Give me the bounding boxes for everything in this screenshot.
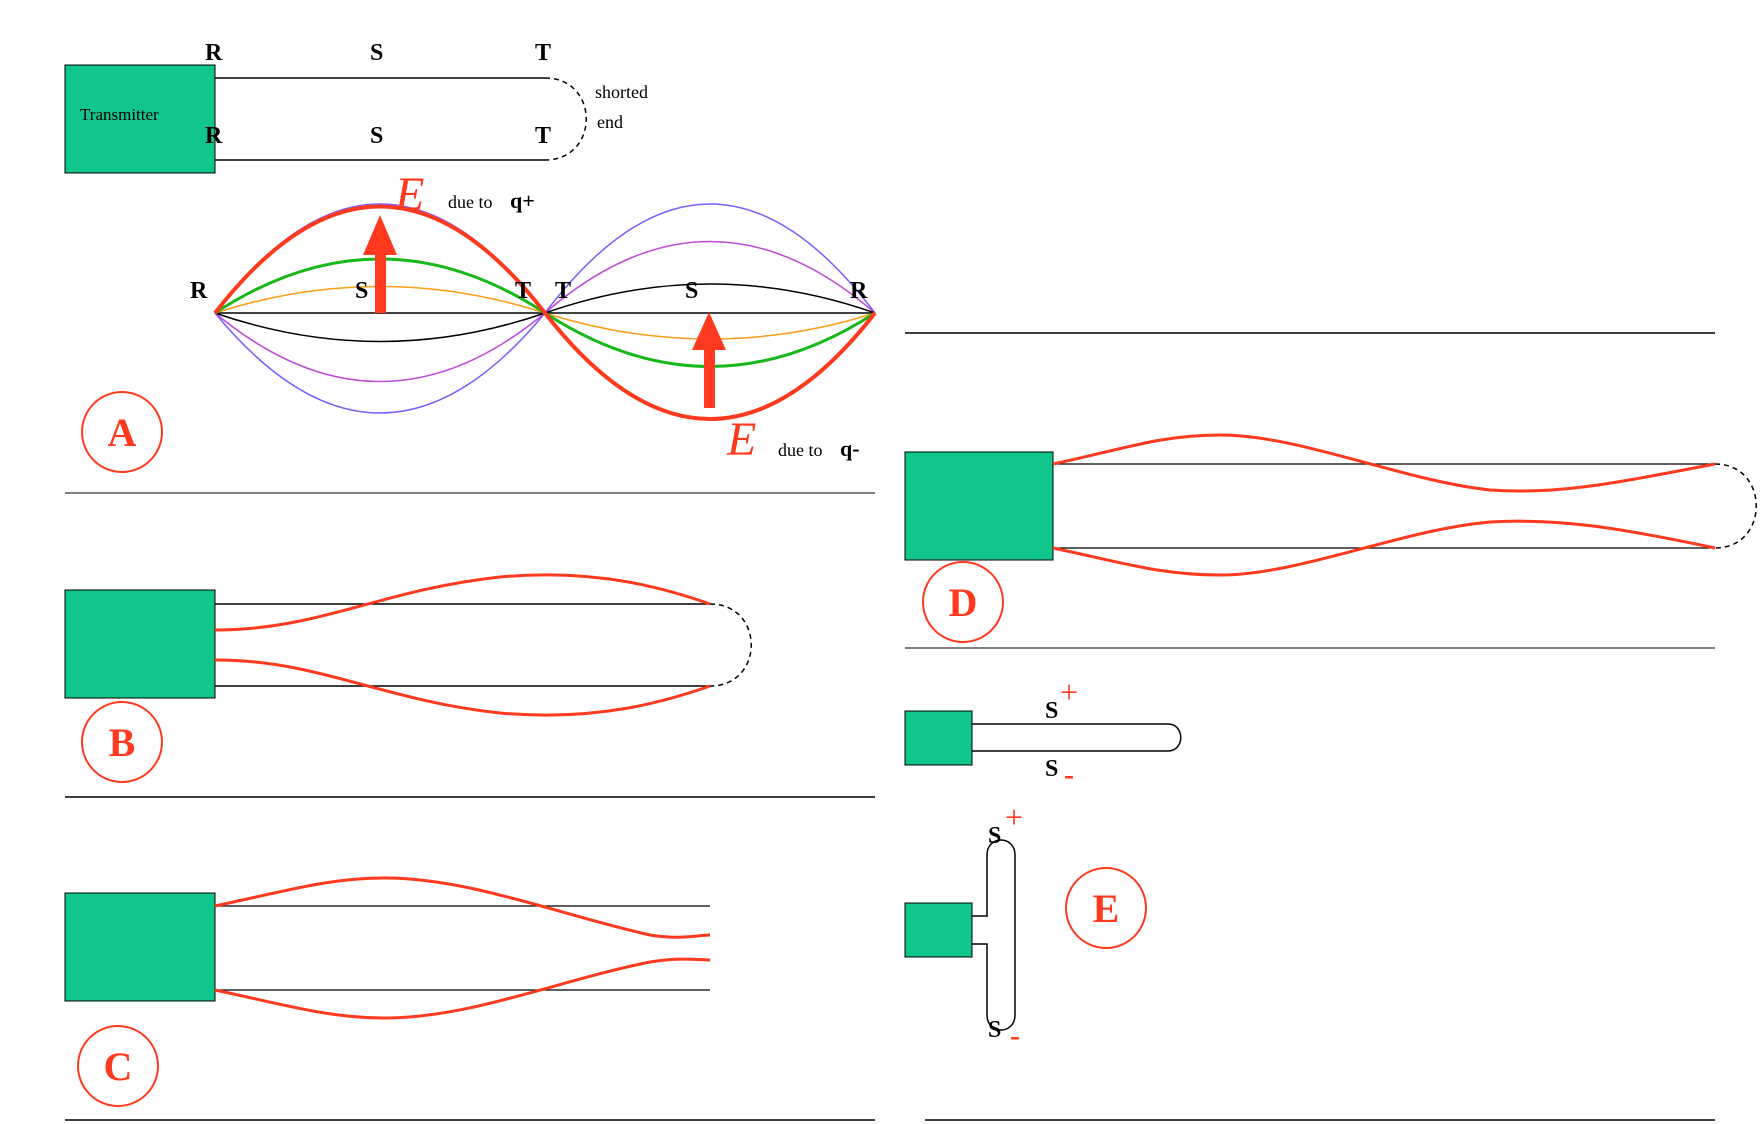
panel-c: C — [64, 876, 875, 1121]
e-symbol-bottom: E — [726, 413, 756, 466]
e2-minus: - — [1010, 1019, 1020, 1052]
shorted-label: shorted — [595, 82, 648, 102]
wave-purple-curve-mirror — [214, 312, 546, 414]
label-r-bottom: R — [205, 123, 223, 149]
shorted-end-b — [709, 603, 752, 687]
transmitter-box-c — [64, 892, 216, 1002]
e-arrow-up — [363, 215, 397, 313]
panel-a-badge — [81, 391, 163, 473]
shorted-end-dashed — [544, 77, 587, 161]
wave-label-t-left: T — [515, 278, 531, 304]
panel-b: B — [64, 573, 875, 798]
label-s-bottom: S — [370, 123, 383, 149]
due-to-bottom: due to — [778, 440, 823, 460]
folded-line-e1 — [972, 723, 1182, 752]
panel-d: D — [904, 332, 1757, 649]
voltage-curve-top-b — [214, 573, 711, 632]
e2-s-bottom: S — [988, 1017, 1001, 1043]
wave-label-s-left: S — [355, 278, 368, 304]
e1-minus: - — [1064, 758, 1074, 791]
q-minus-label: q- — [840, 436, 860, 461]
e-symbol-top: E — [394, 168, 424, 221]
transmitter-box-e1 — [904, 710, 973, 766]
due-to-top: due to — [448, 192, 493, 212]
panel-b-badge — [81, 701, 163, 783]
transmitter-box-b — [64, 589, 216, 699]
transmitter-box — [64, 64, 216, 174]
panel-b-letter: B — [109, 720, 136, 765]
label-t-bottom: T — [535, 123, 551, 149]
panel-a: Transmitter R S T R S T shorted end R S — [64, 40, 877, 494]
wave-black-curve — [214, 283, 876, 343]
q-plus-label: q+ — [510, 188, 535, 213]
wave-label-s-right: S — [685, 278, 698, 304]
label-r-top: R — [205, 40, 223, 66]
label-s-top: S — [370, 40, 383, 66]
voltage-curve-top-d — [1052, 433, 1716, 493]
wave-label-r-right: R — [850, 278, 868, 304]
wave-magenta-curve — [214, 240, 876, 383]
panel-d-letter: D — [949, 580, 978, 625]
wave-label-r-left: R — [190, 278, 208, 304]
transmitter-label: Transmitter — [80, 105, 159, 124]
panel-e-badge — [1065, 867, 1147, 949]
transmitter-box-e2 — [904, 902, 973, 958]
e1-s-bottom: S — [1045, 756, 1058, 782]
dipole-e2 — [972, 839, 1016, 1031]
panel-e-letter: E — [1093, 886, 1120, 931]
e1-plus: + — [1060, 674, 1078, 710]
panel-c-badge — [77, 1025, 159, 1107]
wave-label-t-right: T — [555, 278, 571, 304]
panel-a-letter: A — [108, 410, 137, 455]
wave-red-curve — [213, 204, 877, 421]
panel-d-badge — [922, 561, 1004, 643]
panel-e: S + S - S + S - E — [904, 674, 1715, 1121]
voltage-curve-bottom-c — [214, 957, 711, 1020]
e2-plus: + — [1005, 799, 1023, 835]
voltage-curve-bottom-d — [1052, 519, 1716, 577]
panel-c-letter: C — [104, 1044, 133, 1089]
e1-s-top: S — [1045, 698, 1058, 724]
shorted-end-d — [1714, 463, 1757, 549]
e-arrow-up-lower — [692, 312, 726, 408]
wave-purple-curve — [214, 203, 876, 315]
e2-s-top: S — [988, 823, 1001, 849]
end-label: end — [597, 112, 623, 132]
voltage-curve-bottom-b — [214, 658, 711, 717]
label-t-top: T — [535, 40, 551, 66]
transmitter-box-d — [904, 451, 1054, 561]
voltage-curve-top-c — [214, 876, 711, 939]
